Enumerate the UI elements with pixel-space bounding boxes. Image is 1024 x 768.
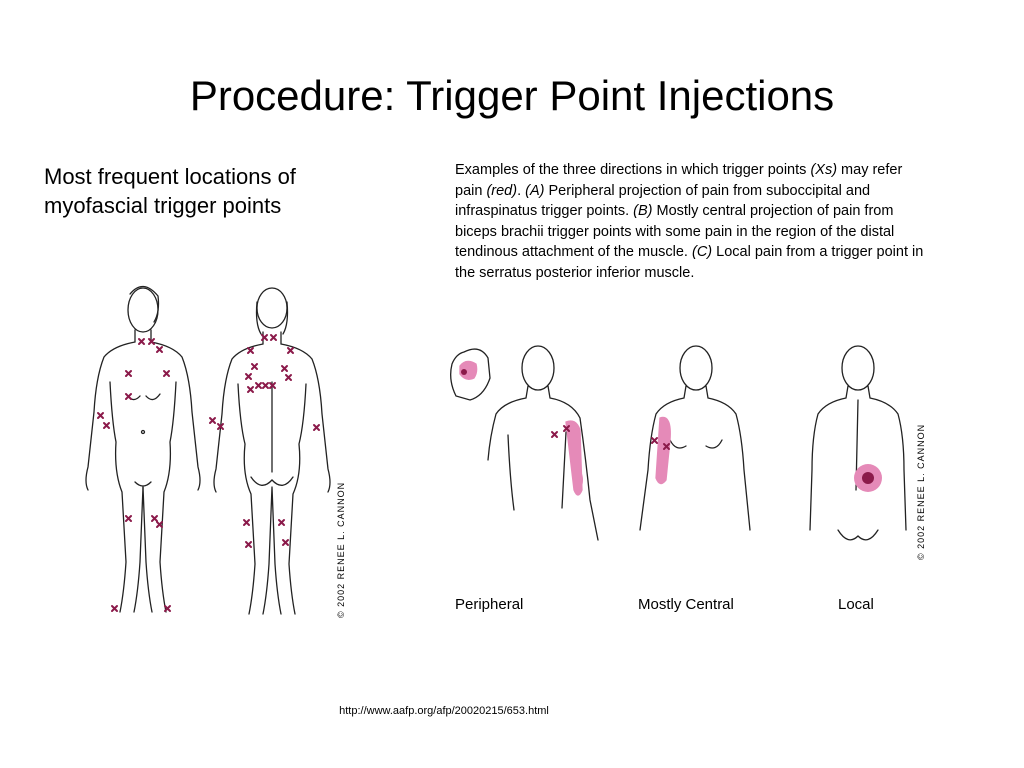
left-caption: Most frequent locations of myofascial tr… bbox=[44, 164, 296, 218]
label-peripheral: Peripheral bbox=[455, 596, 524, 613]
caption-c: (C) bbox=[691, 244, 713, 260]
front-body-figure bbox=[78, 282, 208, 627]
caption-a: (A) bbox=[525, 182, 545, 199]
caption-b: (B) bbox=[633, 203, 653, 219]
label-local: Local bbox=[838, 596, 874, 613]
back-body-figure bbox=[205, 282, 340, 627]
caption-part: Mostly central projection of pain from b… bbox=[455, 203, 895, 260]
central-figure bbox=[630, 340, 760, 550]
label-mostly-central: Mostly Central bbox=[638, 596, 734, 613]
caption-red: (red) bbox=[486, 182, 518, 199]
trigger-point-markers bbox=[97, 334, 320, 612]
caption-part: . bbox=[517, 182, 526, 199]
local-figure bbox=[800, 340, 920, 560]
caption-part: Examples of the three directions in whic… bbox=[455, 162, 811, 178]
copyright-right: © 2002 RENEE L. CANNON bbox=[916, 423, 926, 560]
right-caption: Examples of the three directions in whic… bbox=[455, 160, 925, 283]
copyright-left: © 2002 RENEE L. CANNON bbox=[336, 481, 346, 618]
caption-xs: (Xs) bbox=[810, 162, 838, 178]
peripheral-figure bbox=[448, 340, 608, 550]
slide-title: Procedure: Trigger Point Injections bbox=[189, 72, 835, 119]
caption-part: may refer pain bbox=[455, 162, 903, 199]
source-url: http://www.aafp.org/afp/20020215/653.htm… bbox=[339, 705, 549, 717]
caption-part: Peripheral projection of pain from suboc… bbox=[455, 182, 871, 220]
caption-part: Local pain from a trigger point in the s… bbox=[455, 244, 924, 281]
